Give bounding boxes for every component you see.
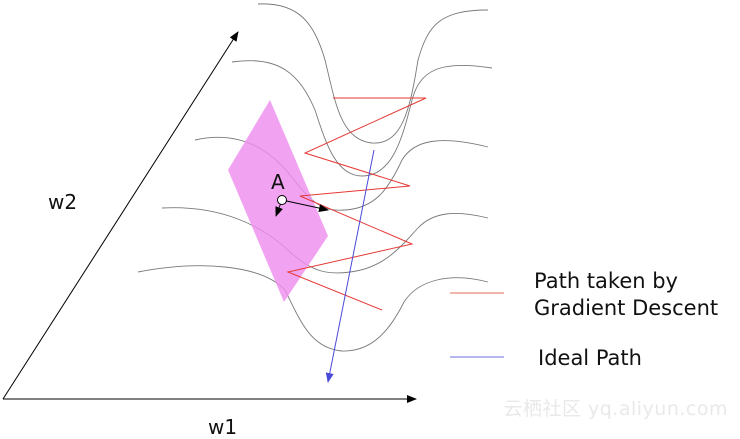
contour-lines xyxy=(137,3,493,352)
contour-line xyxy=(257,3,489,144)
contour-line xyxy=(231,60,493,177)
gradient-descent-path xyxy=(286,97,427,311)
w2-axis xyxy=(2,31,239,400)
w2-axis-label: w2 xyxy=(48,190,78,214)
w1-axis-label: w1 xyxy=(208,415,238,439)
ideal-path xyxy=(325,149,375,383)
watermark: 云栖社区 yq.aliyun.com xyxy=(503,398,728,420)
legend-ideal-label: Ideal Path xyxy=(538,346,642,370)
point-a-marker xyxy=(277,195,287,205)
contour-line xyxy=(137,265,489,352)
point-a-arrow-right xyxy=(281,199,329,212)
legend-gd-label: Path taken by Gradient Descent xyxy=(534,269,719,320)
point-a-label: A xyxy=(271,170,285,194)
